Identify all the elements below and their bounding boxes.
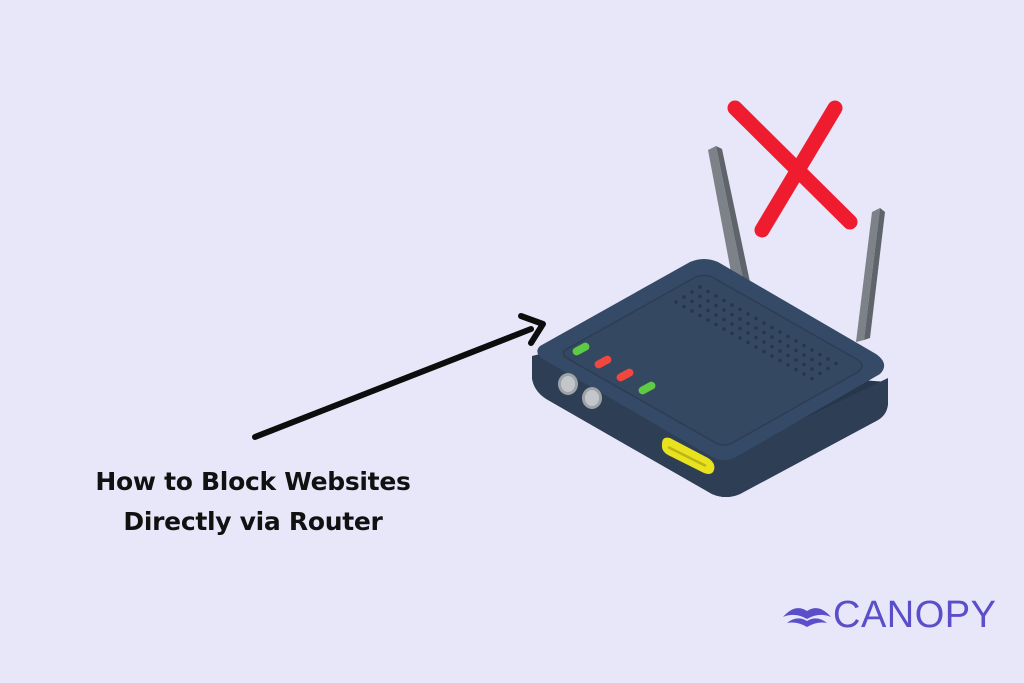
status-leds: [572, 342, 656, 395]
canopy-logo-icon: [783, 608, 831, 627]
block-cross-icon: [727, 100, 858, 238]
brand-name: CANOPY: [833, 594, 997, 636]
headline-line-2: Directly via Router: [123, 507, 383, 536]
headline-line-1: How to Block Websites: [95, 467, 411, 496]
brand-logo: CANOPY: [781, 592, 996, 638]
router-port: [661, 437, 715, 474]
router-buttons: [558, 373, 602, 409]
headline: How to Block Websites Directly via Route…: [72, 462, 434, 542]
router-icon: [532, 146, 888, 497]
arrow-icon: [252, 313, 546, 440]
